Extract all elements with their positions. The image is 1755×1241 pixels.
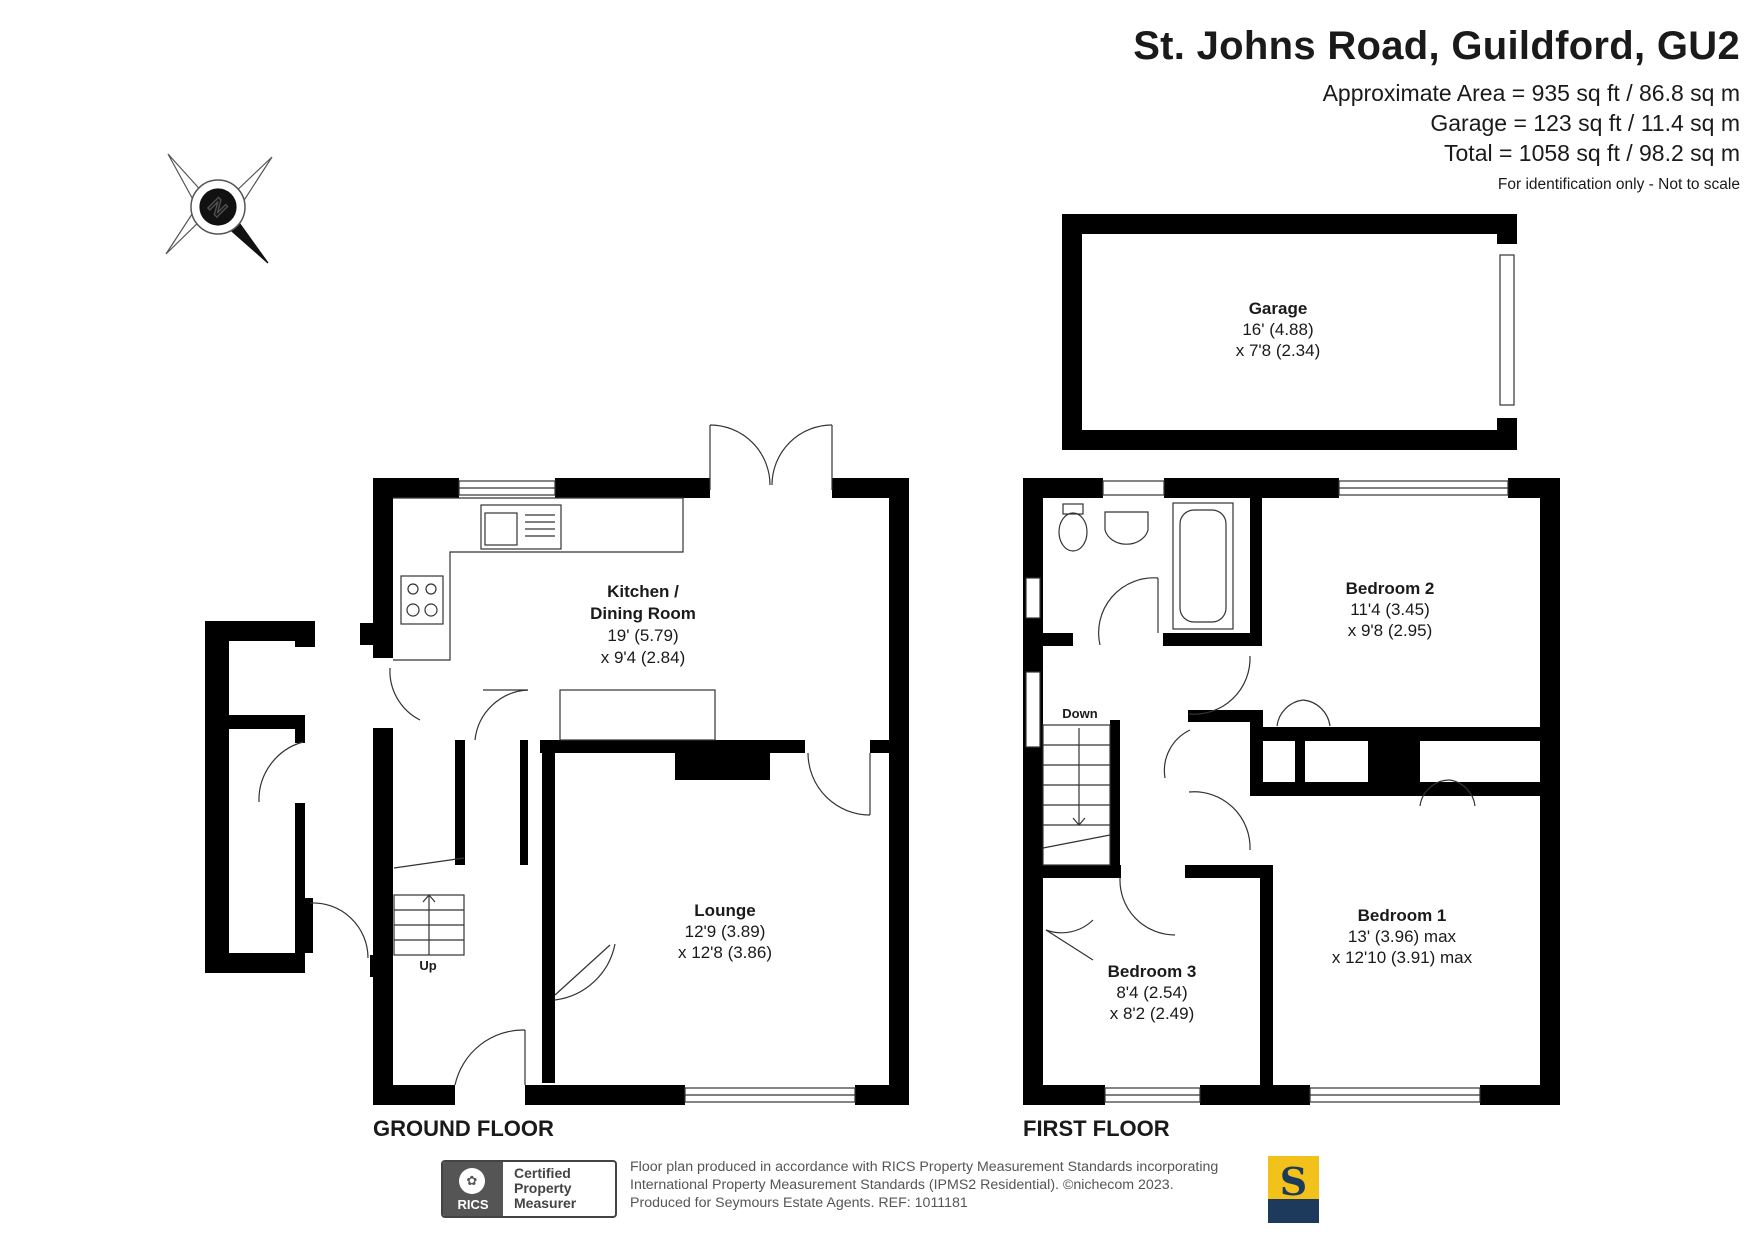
lounge-name: Lounge	[694, 901, 755, 920]
seymours-logo: S	[1268, 1156, 1319, 1223]
garage-name: Garage	[1249, 299, 1308, 318]
bedroom2-dim-1: 11'4 (3.45)	[1350, 600, 1429, 619]
first-floor-labels: Bedroom 2 11'4 (3.45) x 9'8 (2.95) Bedro…	[1062, 579, 1472, 1023]
first-floor-plan	[1023, 478, 1560, 1105]
rics-line-1: Certified	[514, 1165, 571, 1181]
rics-logo-text: RICS	[457, 1197, 489, 1212]
garage-area: Garage = 123 sq ft / 11.4 sq m	[1430, 110, 1740, 136]
kitchen-name-1: Kitchen /	[607, 582, 679, 601]
garage-dim-1: 16' (4.88)	[1242, 320, 1313, 339]
stairs-down-label: Down	[1062, 706, 1097, 721]
footer-line-1: Floor plan produced in accordance with R…	[630, 1159, 1219, 1175]
property-title: St. Johns Road, Guildford, GU2	[1133, 24, 1740, 68]
bedroom1-dim-1: 13' (3.96) max	[1348, 927, 1457, 946]
seymours-logo-base	[1268, 1199, 1319, 1223]
rics-logo: ✿ RICS	[443, 1162, 503, 1216]
bedroom1-dim-2: x 12'10 (3.91) max	[1332, 948, 1473, 967]
compass-icon: N	[165, 153, 273, 264]
footer-text: Floor plan produced in accordance with R…	[630, 1158, 1218, 1212]
bedroom3-dim-1: 8'4 (2.54)	[1116, 983, 1187, 1002]
rics-roundel-icon: ✿	[459, 1168, 485, 1194]
lounge-dim-1: 12'9 (3.89)	[685, 922, 766, 941]
rics-line-3: Measurer	[514, 1195, 577, 1211]
first-floor-fittings	[1025, 480, 1509, 1103]
ground-floor-labels: Kitchen / Dining Room 19' (5.79) x 9'4 (…	[419, 582, 772, 973]
bedroom3-dim-2: x 8'2 (2.49)	[1110, 1004, 1195, 1023]
approx-area: Approximate Area = 935 sq ft / 86.8 sq m	[1322, 80, 1740, 106]
kitchen-dim-2: x 9'4 (2.84)	[601, 648, 686, 667]
footer-line-3: Produced for Seymours Estate Agents. REF…	[630, 1195, 968, 1211]
rics-badge: ✿ RICS Certified Property Measurer	[441, 1160, 617, 1218]
kitchen-name-2: Dining Room	[590, 604, 696, 623]
ground-floor-plan	[205, 478, 909, 1105]
seymours-logo-letter: S	[1268, 1156, 1319, 1204]
bedroom3-name: Bedroom 3	[1108, 962, 1197, 981]
garage-plan: Garage 16' (4.88) x 7'8 (2.34)	[1062, 214, 1517, 450]
kitchen-dim-1: 19' (5.79)	[607, 626, 678, 645]
bedroom2-dim-2: x 9'8 (2.95)	[1348, 621, 1433, 640]
ground-floor-fittings	[258, 424, 871, 1103]
ground-floor-label: GROUND FLOOR	[373, 1116, 554, 1141]
first-floor-label: FIRST FLOOR	[1023, 1116, 1170, 1141]
rics-line-2: Property	[514, 1180, 572, 1196]
garage-dim-2: x 7'8 (2.34)	[1236, 341, 1321, 360]
stairs-up-label: Up	[419, 958, 436, 973]
disclaimer: For identification only - Not to scale	[1497, 176, 1740, 193]
lounge-dim-2: x 12'8 (3.86)	[678, 943, 772, 962]
total-area: Total = 1058 sq ft / 98.2 sq m	[1444, 140, 1740, 166]
rics-certified-text: Certified Property Measurer	[514, 1166, 576, 1211]
bedroom1-name: Bedroom 1	[1358, 906, 1447, 925]
footer-line-2: International Property Measurement Stand…	[630, 1177, 1174, 1193]
bedroom2-name: Bedroom 2	[1346, 579, 1435, 598]
